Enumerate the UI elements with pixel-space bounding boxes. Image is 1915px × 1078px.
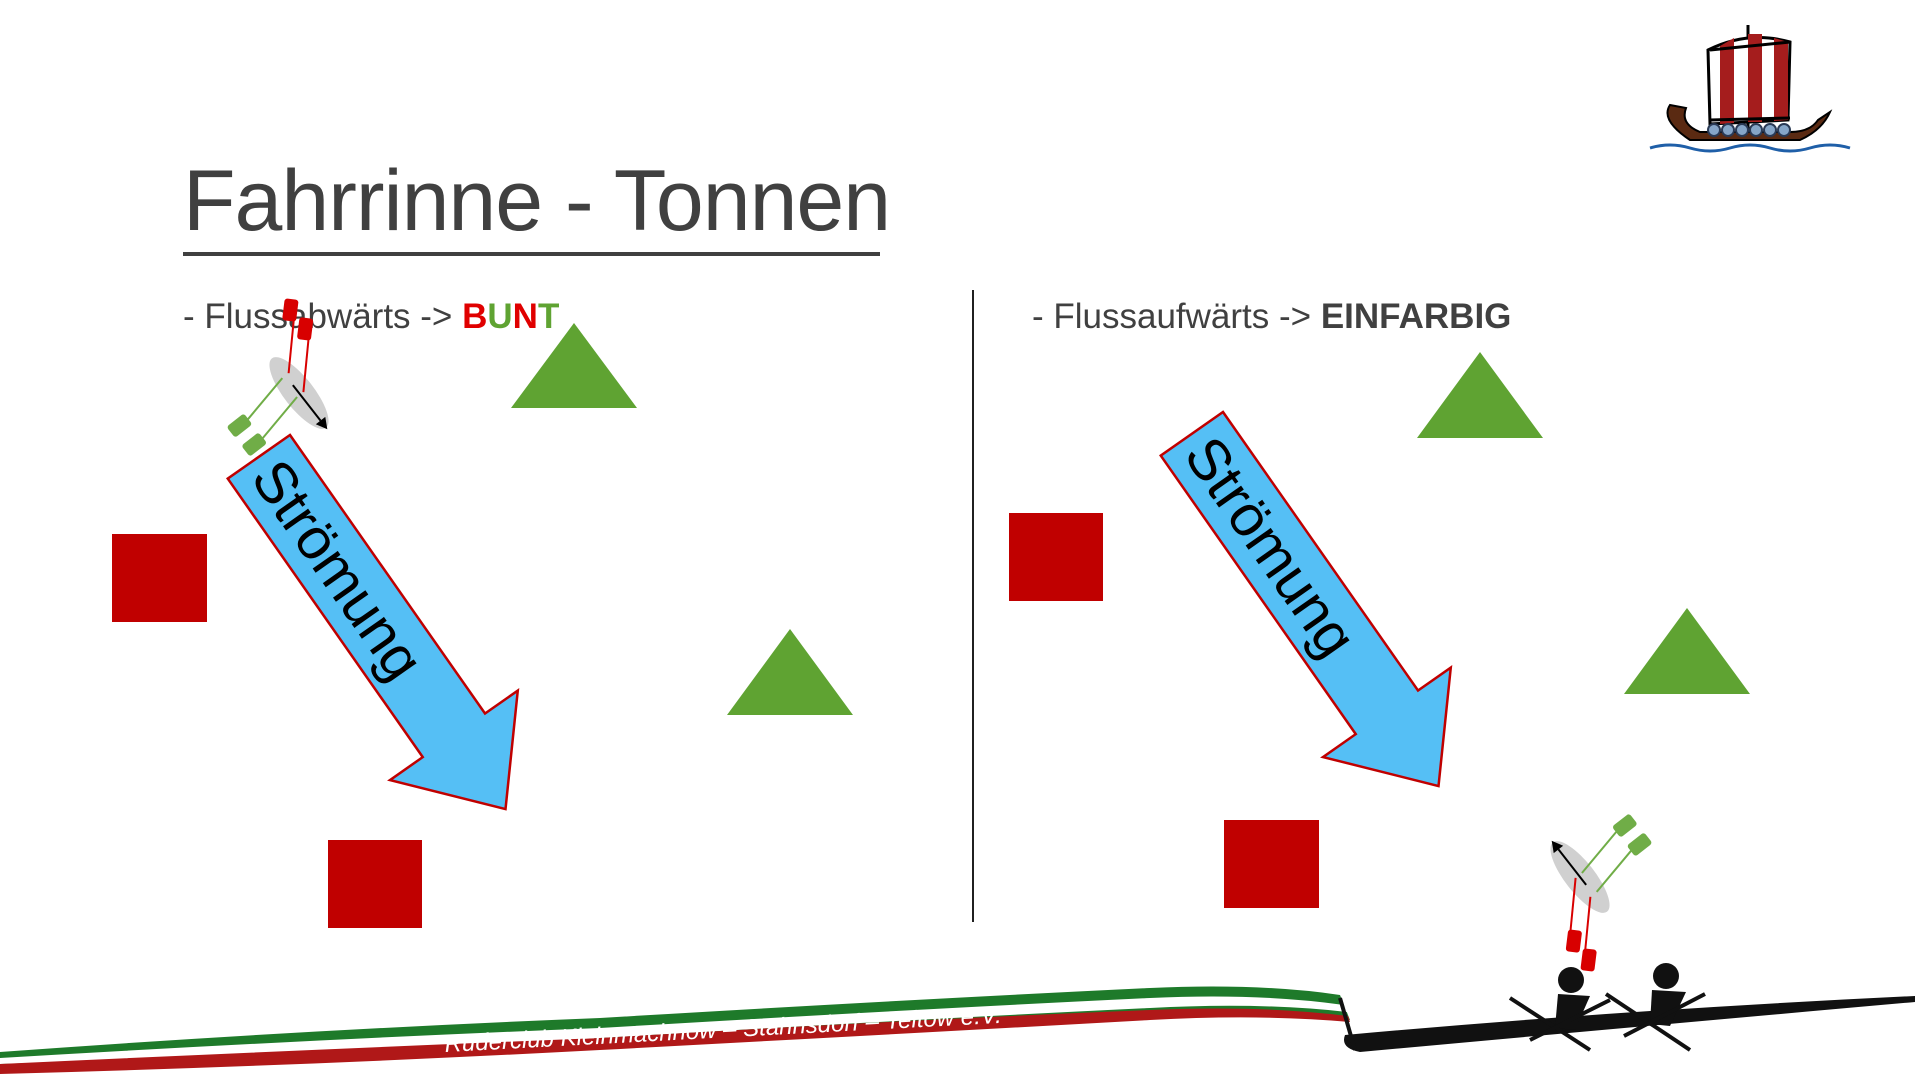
current-label: Strömung <box>1172 425 1369 668</box>
bunt-letter-t: T <box>537 297 560 336</box>
green-buoy-triangle <box>1624 608 1750 694</box>
club-name: Ruderclub Kleinmachnow – Stahnsdorf – Te… <box>444 1002 1002 1058</box>
green-buoy-triangle <box>511 323 637 408</box>
rowing-double-scull-icon <box>1338 963 1915 1052</box>
upstream-prefix: - Flussaufwärts -> <box>1032 297 1321 336</box>
current-arrow: Strömung <box>226 433 520 811</box>
bunt-letter-b: B <box>462 297 488 336</box>
page-title: Fahrrinne - Tonnen <box>183 153 891 249</box>
bunt-keyword: BUNT <box>462 297 559 336</box>
green-buoy-triangle <box>727 629 853 715</box>
title-underline <box>183 252 880 256</box>
red-buoy-square <box>1009 513 1103 601</box>
red-buoy-square <box>112 534 207 622</box>
rowing-boat-icon <box>1550 814 1652 972</box>
einfarbig-keyword: EINFARBIG <box>1320 297 1512 336</box>
downstream-prefix: - Flussabwärts -> <box>183 297 463 336</box>
downstream-heading: - Flussabwärts -> BUNT <box>183 297 559 337</box>
red-buoy-square <box>1224 820 1319 908</box>
current-arrow: Strömung <box>1159 410 1453 788</box>
red-buoy-square <box>328 840 422 928</box>
current-label: Strömung <box>239 448 436 691</box>
divider-line <box>972 290 974 922</box>
rowing-boat-icon <box>227 298 329 456</box>
upstream-heading: - Flussaufwärts -> EINFARBIG <box>1032 297 1511 337</box>
green-buoy-triangle <box>1417 352 1543 438</box>
bunt-letter-u: U <box>487 297 513 336</box>
bunt-letter-n: N <box>512 297 538 336</box>
club-banner: Ruderclub Kleinmachnow – Stahnsdorf – Te… <box>0 986 1350 1074</box>
